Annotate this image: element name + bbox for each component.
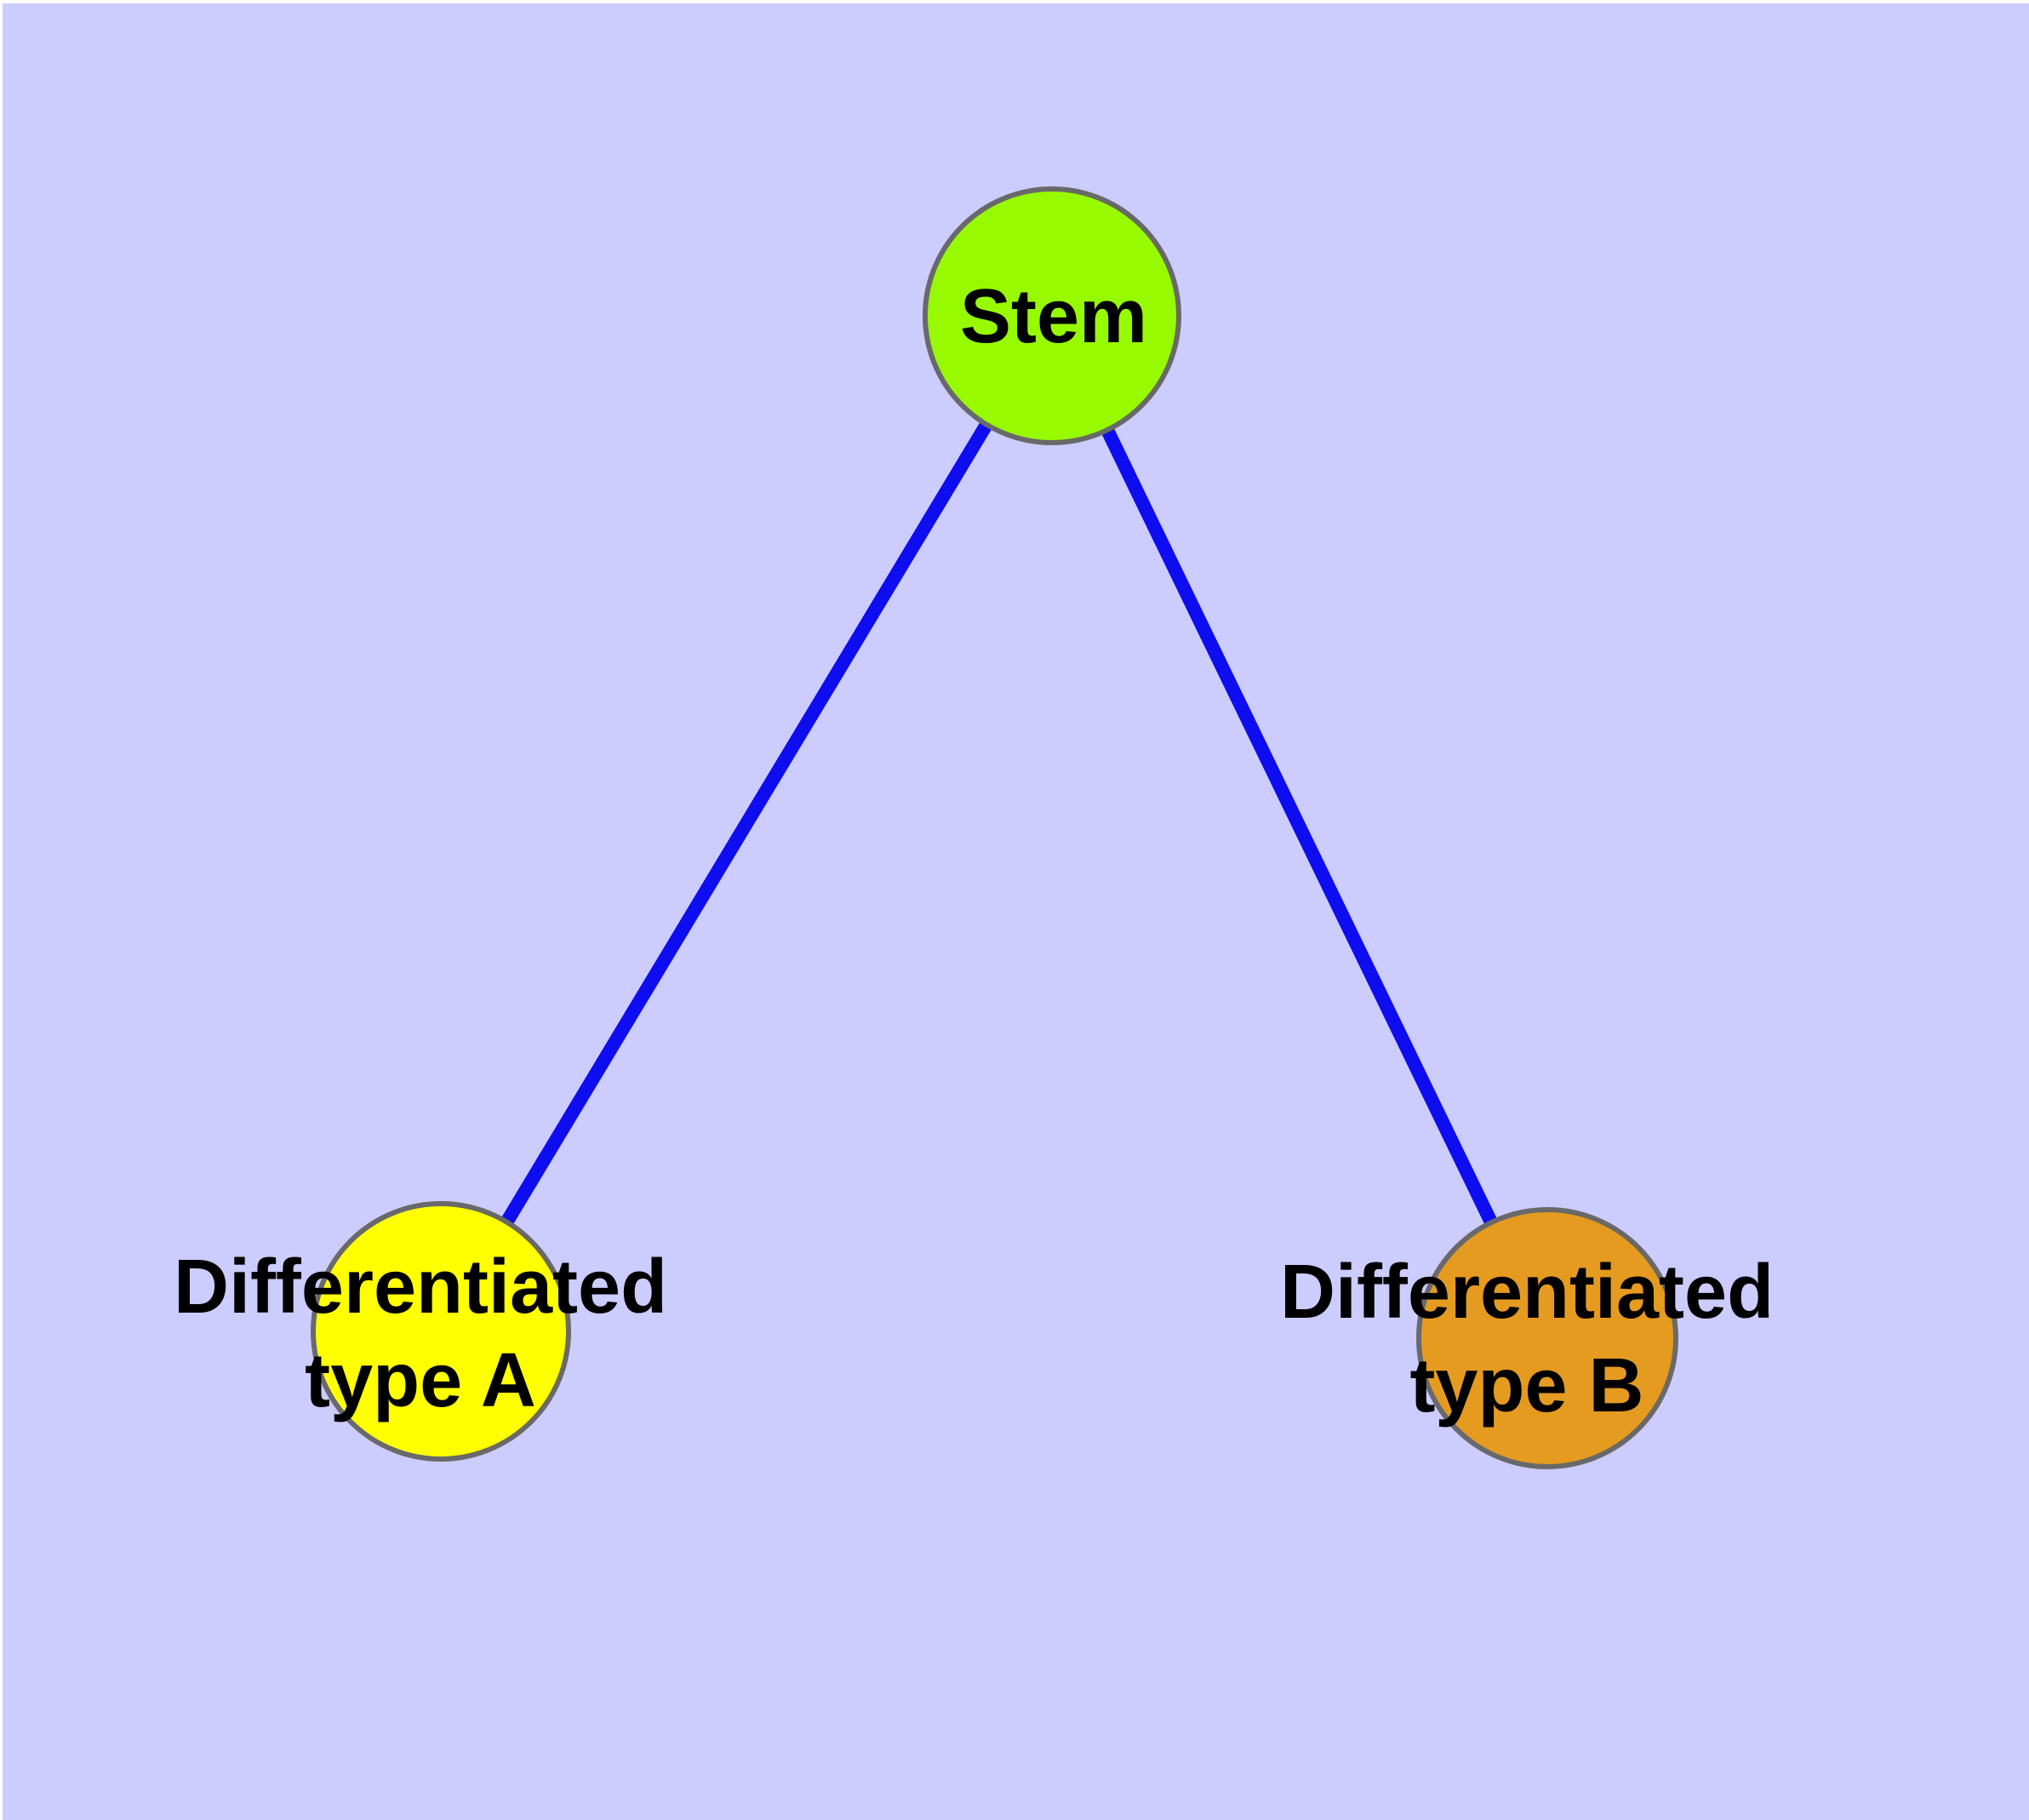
node-stem-circle <box>923 186 1181 445</box>
node-type-b-circle <box>1416 1207 1678 1469</box>
node-type-a-label: Differentiated type A <box>174 1240 667 1428</box>
node-type-a-label-line2: type A <box>305 1338 536 1423</box>
edge-stem-to-type-a <box>435 312 1058 1336</box>
edge-stem-to-type-b <box>1045 312 1554 1342</box>
node-type-b-label-line1: Differentiated <box>1279 1250 1775 1335</box>
node-stem-label: Stem <box>960 270 1147 363</box>
node-stem-label-text: Stem <box>959 274 1148 359</box>
node-type-b-label: Differentiated type B <box>1280 1245 1774 1433</box>
node-type-a-circle <box>311 1201 571 1462</box>
node-type-a-label-line1: Differentiated <box>173 1245 668 1330</box>
node-type-b-label-line2: type B <box>1409 1343 1644 1428</box>
